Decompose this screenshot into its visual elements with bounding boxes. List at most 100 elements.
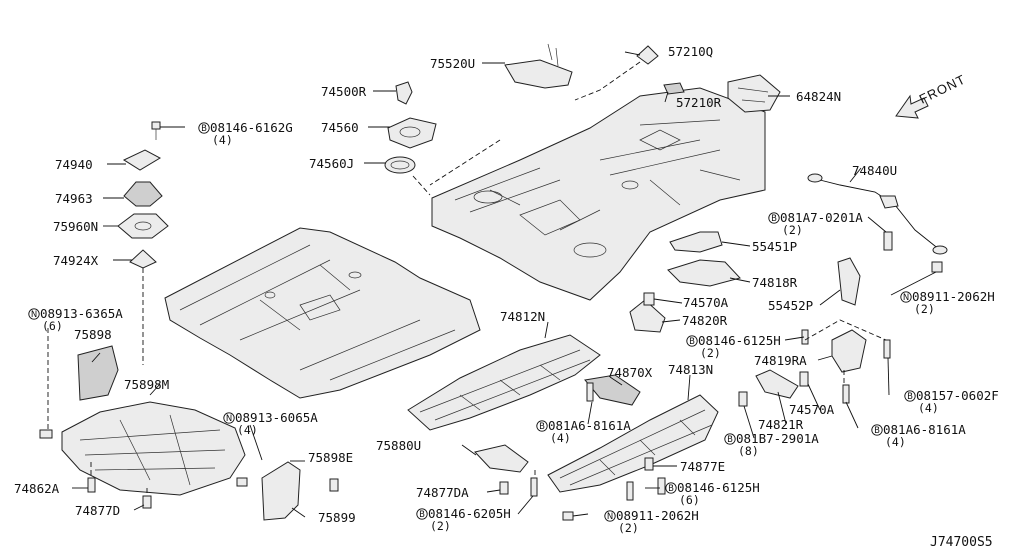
bolt-marker-icon — [198, 122, 210, 134]
part-55451p — [669, 231, 723, 253]
fasteners — [39, 231, 943, 521]
diagram-code: J74700S5 — [930, 535, 993, 550]
callout-prefix: B — [771, 214, 777, 224]
callout-label: 08913-6365A — [40, 306, 123, 321]
bolt-marker-icon — [416, 508, 428, 520]
part-74820r — [629, 299, 666, 333]
bolt-marker-icon — [724, 433, 736, 445]
callout-prefix: N — [903, 293, 909, 303]
bolt-marker-icon — [665, 482, 677, 494]
front-under-cover — [61, 345, 246, 496]
callout-label: 081B7-2901A — [736, 431, 819, 446]
callout-label: 74821R — [758, 417, 804, 432]
reference-lines — [47, 61, 887, 496]
callout-label: 75898E — [308, 450, 353, 465]
callout-label: 08911-2062H — [616, 508, 699, 523]
callout-prefix: N — [226, 414, 232, 424]
callout-75898: 75898 — [74, 327, 112, 342]
under-cover-74812n — [407, 334, 601, 431]
callout-label: 08146-6162G — [210, 120, 293, 135]
nut-marker-icon — [223, 412, 235, 424]
callout-label: 74870X — [607, 365, 653, 380]
front-direction-indicator: FRONT — [895, 71, 968, 119]
callout-quantity: (4) — [237, 423, 258, 437]
callout-74819RA: 74819RA — [754, 353, 807, 368]
callout-label: 74570A — [683, 295, 729, 310]
callout-label: 74924X — [53, 253, 99, 268]
callout-prefix: B — [668, 484, 674, 494]
part-74818r — [667, 259, 741, 287]
under-cover-74813n — [547, 394, 719, 493]
callout-75880U: 75880U — [376, 438, 421, 453]
callout-prefix: B — [539, 422, 545, 432]
callout-quantity: (8) — [738, 444, 759, 458]
callout-74924X: 74924X — [53, 253, 99, 268]
callout-label: 74560J — [309, 156, 354, 171]
bolt-marker-icon — [768, 212, 780, 224]
callout-label: 74877E — [680, 459, 725, 474]
callout-label: 081A6-8161A — [548, 418, 631, 433]
callout-label: 08911-2062H — [912, 289, 995, 304]
callout-label: 08146-6205H — [428, 506, 511, 521]
callout-label: 081A6-8161A — [883, 422, 966, 437]
part-74940 — [122, 149, 162, 171]
part-74963 — [123, 181, 163, 207]
callout-label: 55452P — [768, 298, 813, 313]
callout-prefix: B — [419, 510, 425, 520]
callout-quantity: (2) — [618, 521, 639, 535]
callout-74560: 74560 — [321, 120, 359, 135]
callout-label: 75898M — [124, 377, 169, 392]
callout-label: 74877DA — [416, 485, 469, 500]
callout-quantity: (4) — [885, 435, 906, 449]
callout-label: 75520U — [430, 56, 475, 71]
bolt-marker-icon — [686, 335, 698, 347]
callout-label: 74819RA — [754, 353, 807, 368]
callout-75520U: 75520U — [430, 56, 475, 71]
callout-label: 08146-6125H — [698, 333, 781, 348]
callout-74940: 74940 — [55, 157, 93, 172]
callout-prefix: B — [689, 337, 695, 347]
callout-label: 74963 — [55, 191, 93, 206]
part-74560 — [387, 117, 437, 149]
callout-quantity: (4) — [212, 133, 233, 147]
part-74819ra — [831, 329, 867, 373]
callout-label: 081A7-0201A — [780, 210, 863, 225]
callout-label: 75880U — [376, 438, 421, 453]
callout-label: 74877D — [75, 503, 120, 518]
callout-quantity: (2) — [782, 223, 803, 237]
leader-lines — [72, 51, 937, 518]
callout-55452P: 55452P — [768, 298, 813, 313]
callout-prefix: N — [607, 512, 613, 522]
callout-75898M: 75898M — [124, 377, 169, 392]
callout-prefix: B — [727, 435, 733, 445]
callout-label: 08146-6125H — [677, 480, 760, 495]
nut-marker-icon — [28, 308, 40, 320]
callout-label: 75899 — [318, 510, 356, 525]
part-64824n — [727, 74, 781, 113]
callout-quantity: (2) — [914, 302, 935, 316]
callout-label: 74500R — [321, 84, 367, 99]
callout-label: 74840U — [852, 163, 897, 178]
callout-label: 08913-6065A — [235, 410, 318, 425]
callout-label: 55451P — [752, 239, 797, 254]
callout-quantity: (2) — [430, 519, 451, 533]
callout-label: 74813N — [668, 362, 713, 377]
callout-label: 75960N — [53, 219, 98, 234]
callout-64824N: 64824N — [796, 89, 841, 104]
callout-label: 74560 — [321, 120, 359, 135]
bolt-08146-6162g — [151, 121, 161, 140]
callout-74870X: 74870X — [607, 365, 653, 380]
callout-labels: 75520U57210Q64824N57210R74500R7456074560… — [14, 44, 999, 535]
callout-74862A: 74862A — [14, 481, 60, 496]
